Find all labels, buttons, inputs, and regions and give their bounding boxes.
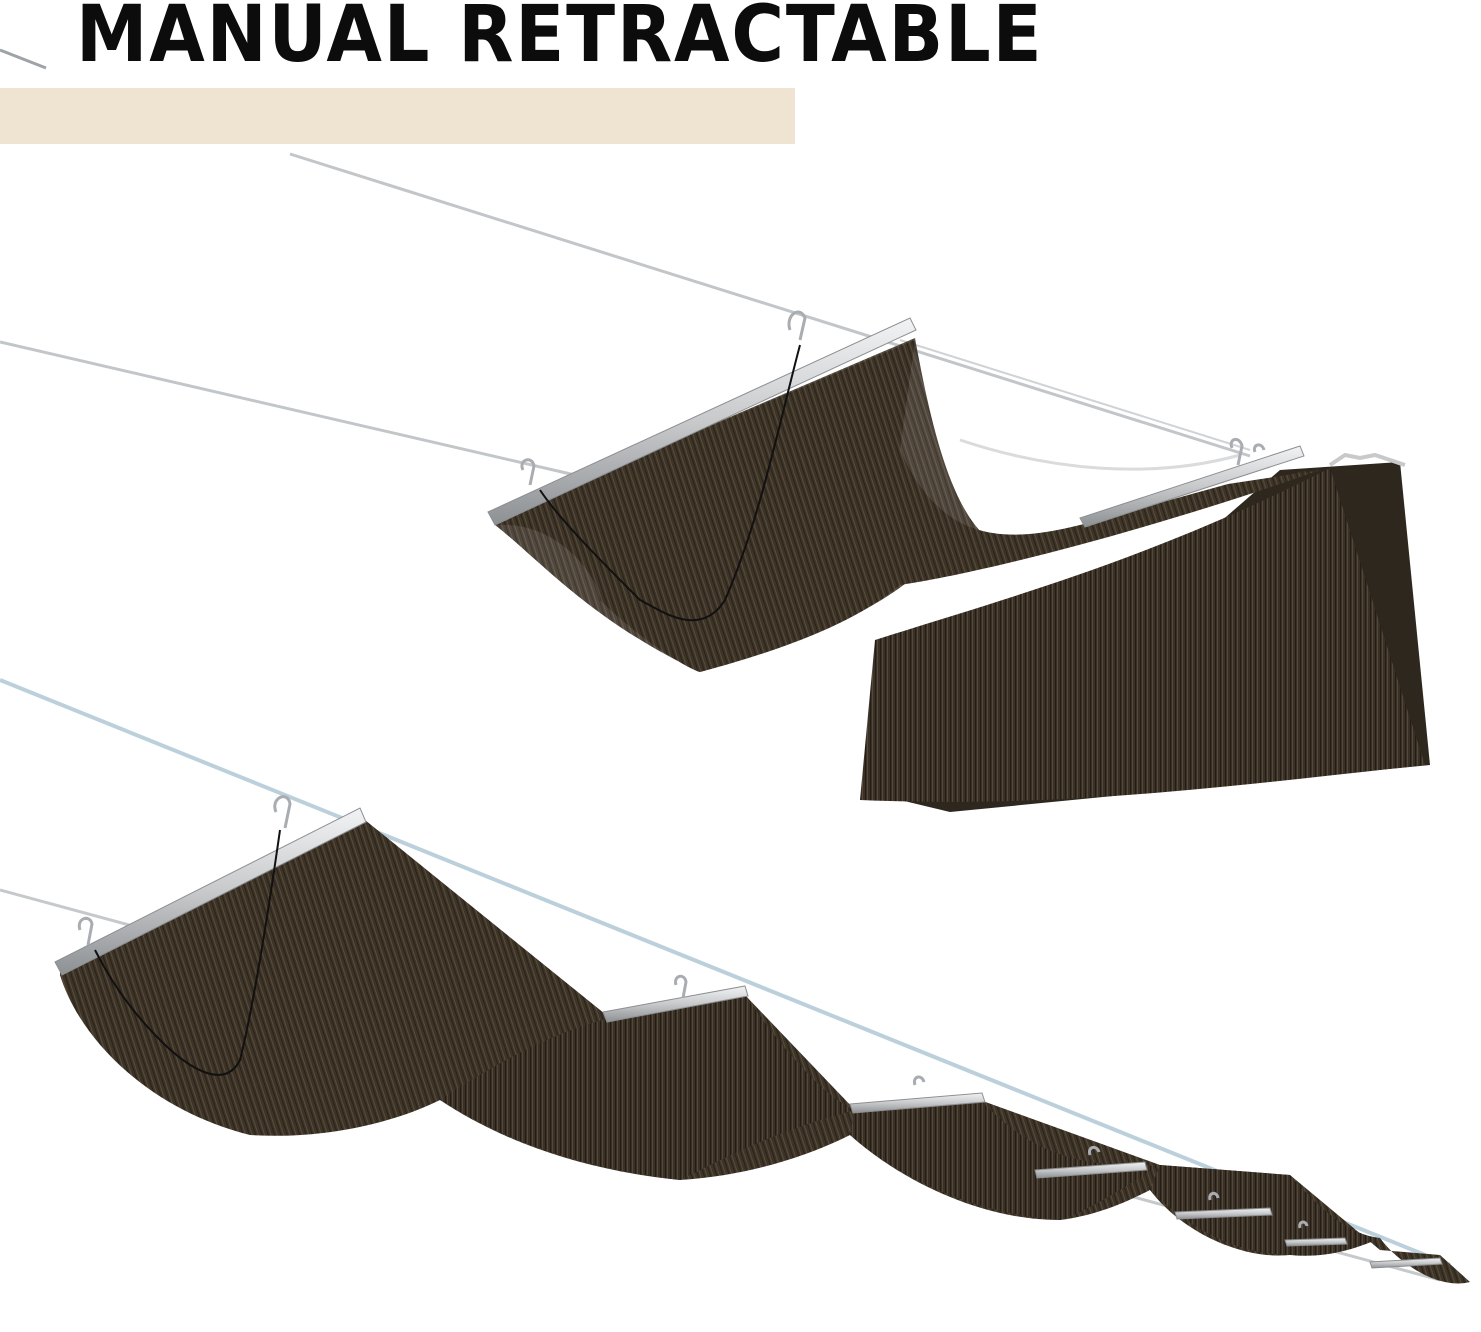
headline: MANUAL RETRACTABLE — [76, 0, 1044, 80]
wire-cable-icon — [0, 48, 47, 70]
upper-cable-back — [289, 152, 1251, 458]
folded-shade-stack — [860, 452, 1430, 812]
hook-clip-icon — [520, 310, 1266, 486]
upper-cable-front — [0, 340, 576, 477]
pull-cord — [539, 344, 801, 622]
hook-clip-icon — [77, 795, 1309, 1229]
lower-cable-back — [0, 678, 1451, 1267]
lower-shade — [0, 678, 1470, 1284]
aluminum-rail-icon — [54, 807, 1443, 1269]
banner-bar — [0, 88, 795, 144]
aluminum-rail-icon — [487, 317, 1305, 528]
pull-cord — [94, 829, 281, 1076]
upper-shade — [0, 152, 1430, 812]
